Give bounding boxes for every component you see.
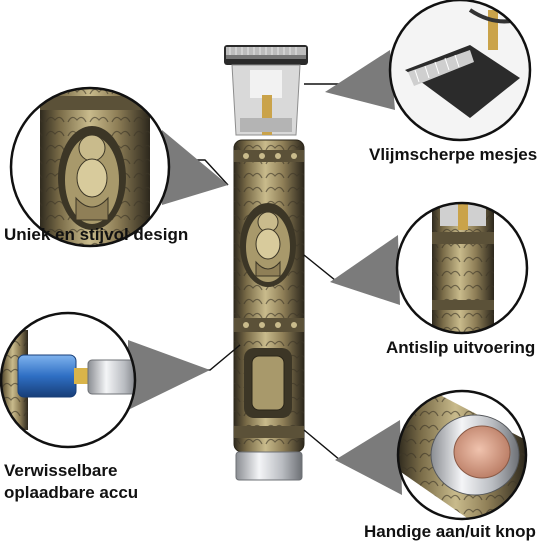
antislip-detail-circle bbox=[395, 201, 529, 335]
feature-label-blades: Vlijmscherpe mesjes bbox=[369, 145, 538, 164]
power-button-detail-circle bbox=[396, 389, 528, 521]
blades-detail-circle bbox=[388, 0, 532, 142]
feature-label-design: Uniek en stijvol design bbox=[4, 225, 189, 244]
callout-pointers bbox=[128, 50, 402, 495]
design-detail-circle bbox=[9, 86, 171, 248]
battery-detail-circle bbox=[0, 311, 137, 449]
feature-label-antislip: Antislip uitvoering bbox=[386, 338, 536, 357]
trimmer-product-image bbox=[224, 45, 308, 481]
feature-label-battery: Verwisselbare oplaadbare accu bbox=[4, 461, 139, 502]
feature-label-power-button: Handige aan/uit knop bbox=[364, 522, 536, 541]
